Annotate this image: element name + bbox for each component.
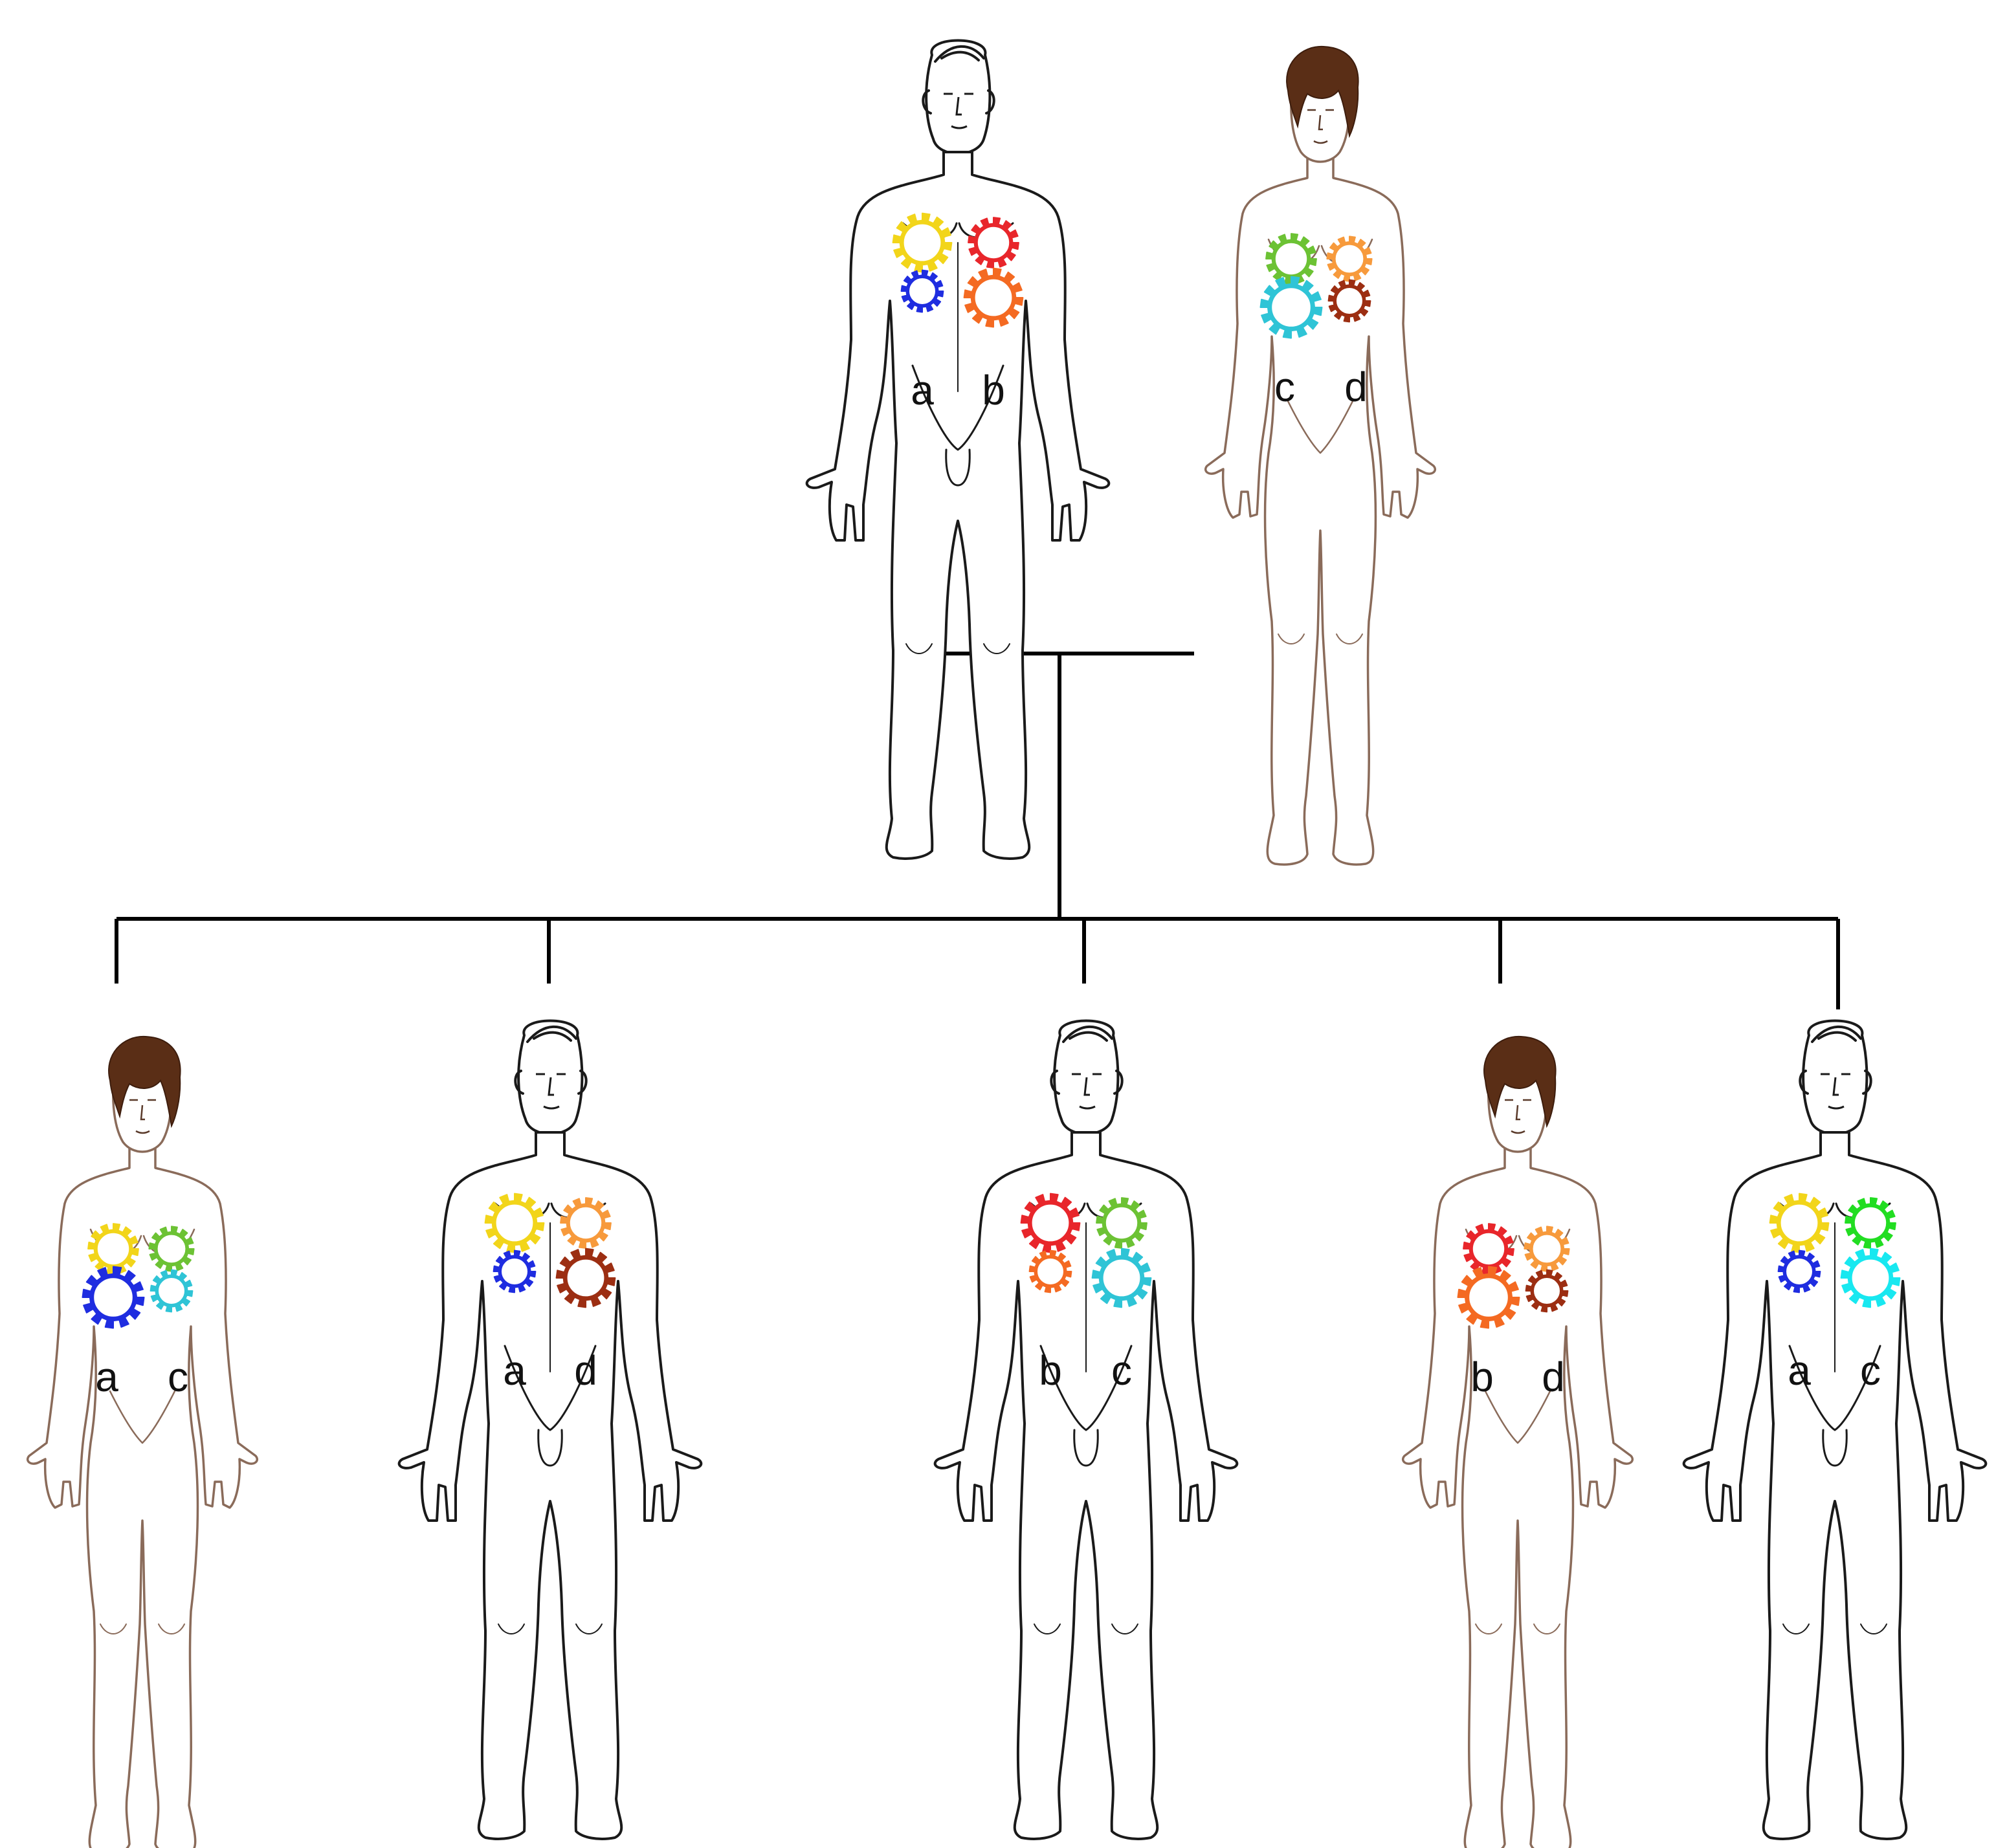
gear-icon-green bbox=[1096, 1197, 1148, 1249]
pedigree-lines bbox=[115, 652, 1840, 1009]
gear-icon-orange bbox=[1457, 1266, 1520, 1329]
gear-icon-yellow bbox=[484, 1193, 545, 1253]
gear-icon-light-orange bbox=[1524, 1226, 1570, 1272]
gear-icon-green bbox=[1265, 233, 1317, 285]
gear-icon-brown bbox=[1327, 279, 1371, 323]
allele-label: c bbox=[1111, 1347, 1132, 1394]
gear-icon-light-orange bbox=[560, 1197, 612, 1249]
gear-icon-orange bbox=[963, 267, 1024, 328]
allele-label: a bbox=[95, 1354, 118, 1400]
gear-icon-brown bbox=[1525, 1269, 1569, 1313]
allele-label: c bbox=[1274, 364, 1295, 410]
allele-label: a bbox=[1788, 1347, 1811, 1394]
gear-icon-cyan bbox=[1091, 1248, 1152, 1308]
gear-icon-red bbox=[968, 217, 1019, 269]
gear-icon-blue bbox=[82, 1266, 145, 1329]
allele-label: c bbox=[168, 1354, 188, 1400]
gear-icon-blue bbox=[1777, 1249, 1821, 1293]
allele-label: b bbox=[1039, 1347, 1062, 1394]
gear-icon-blue bbox=[900, 269, 944, 313]
gear-icon-cyan bbox=[1259, 276, 1323, 339]
female-figure-icon bbox=[1401, 1035, 1634, 1848]
allele-label: d bbox=[574, 1347, 597, 1394]
gear-icon-green bbox=[148, 1226, 195, 1272]
allele-label: c bbox=[1860, 1347, 1881, 1394]
gear-icon-bright-cyan bbox=[1840, 1248, 1901, 1308]
male-figure-icon bbox=[1682, 1019, 1988, 1840]
allele-label: a bbox=[503, 1347, 526, 1394]
gear-icon-yellow bbox=[892, 212, 953, 273]
male-figure-icon bbox=[805, 39, 1111, 860]
gear-icon-red bbox=[1020, 1193, 1081, 1253]
allele-label: d bbox=[1344, 364, 1368, 410]
female-figure-icon bbox=[26, 1035, 259, 1848]
allele-label: b bbox=[982, 367, 1005, 413]
gear-icon-orange bbox=[1028, 1249, 1072, 1293]
gear-icon-blue bbox=[493, 1249, 537, 1293]
allele-label: a bbox=[911, 367, 934, 413]
gear-icon-bright-green bbox=[1845, 1197, 1896, 1249]
gear-icon-cyan bbox=[150, 1269, 194, 1313]
allele-label: b bbox=[1470, 1354, 1494, 1400]
allele-label: d bbox=[1542, 1354, 1565, 1400]
gear-icon-yellow bbox=[1769, 1193, 1830, 1253]
male-figure-icon bbox=[933, 1019, 1239, 1840]
male-figure-icon bbox=[397, 1019, 703, 1840]
gear-icon-light-orange bbox=[1326, 236, 1373, 282]
gear-icon-red bbox=[1463, 1223, 1514, 1275]
female-figure-icon bbox=[1204, 45, 1437, 866]
gear-icon-brown bbox=[555, 1248, 616, 1308]
gear-icon-yellow bbox=[87, 1223, 139, 1275]
